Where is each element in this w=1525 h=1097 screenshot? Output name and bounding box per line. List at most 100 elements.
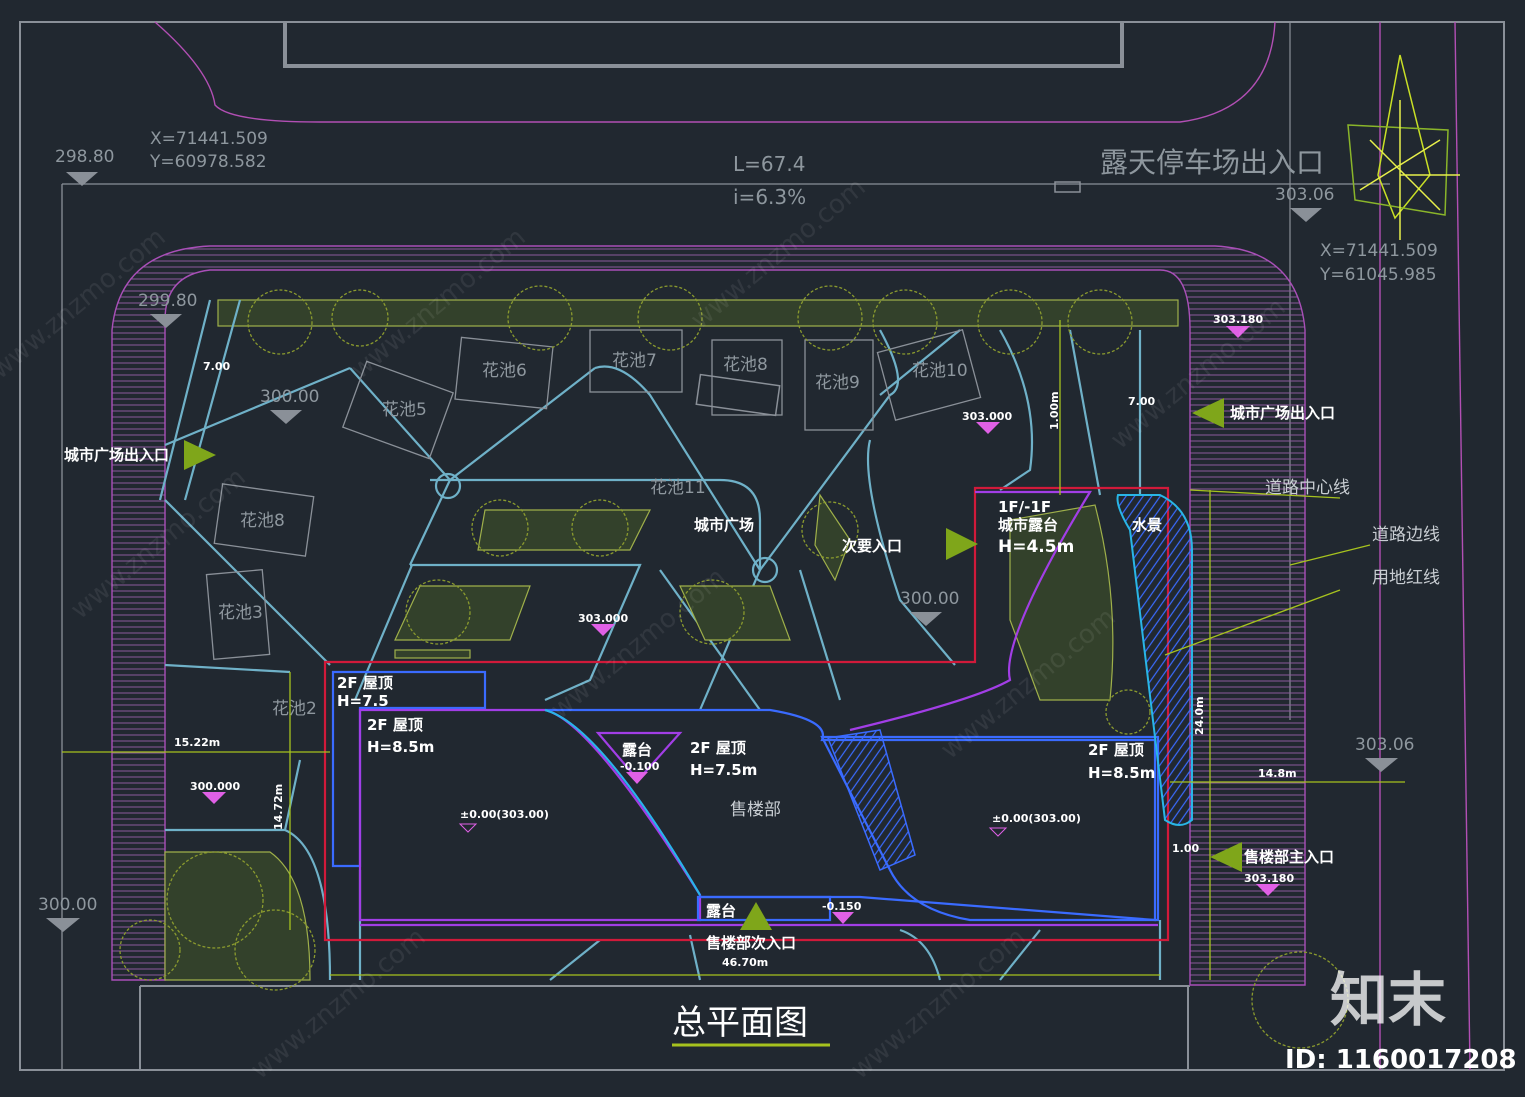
north-hedge-strip bbox=[217, 299, 1179, 327]
entrance-arrow-icon bbox=[740, 902, 772, 930]
svg-text:303.000: 303.000 bbox=[962, 410, 1012, 423]
svg-text:2F 屋顶: 2F 屋顶 bbox=[367, 716, 423, 734]
entrance-arrow-icon bbox=[946, 528, 978, 560]
drawing-title: 总平面图 bbox=[672, 1003, 808, 1043]
planter-label: 花池9 bbox=[815, 373, 860, 393]
car-icon bbox=[695, 181, 1081, 417]
main-entrance-label: 售楼部主入口 bbox=[1244, 848, 1334, 866]
svg-text:H=7.5m: H=7.5m bbox=[690, 761, 757, 779]
svg-text:2F 屋顶: 2F 屋顶 bbox=[1088, 741, 1144, 759]
coordinate-y: Y=60978.582 bbox=[149, 152, 267, 172]
svg-text:303.180: 303.180 bbox=[1244, 872, 1294, 885]
legend-red-line: 用地红线 bbox=[1372, 568, 1440, 588]
svg-text:303.06: 303.06 bbox=[1275, 185, 1334, 205]
svg-text:H=4.5m: H=4.5m bbox=[998, 537, 1074, 557]
entrance-arrow-icon bbox=[1210, 842, 1242, 872]
coord-labels: X=71441.509 Y=60978.582 X=71441.509 Y=61… bbox=[149, 129, 1438, 285]
planter-box bbox=[341, 360, 455, 460]
parking-entrance-label: 露天停车场出入口 bbox=[1100, 146, 1324, 179]
watermark-logo: 知末 bbox=[1330, 966, 1446, 1034]
dimension-lines bbox=[62, 320, 1405, 1047]
water-feature-label: 水景 bbox=[1132, 516, 1162, 534]
svg-text:7.00: 7.00 bbox=[203, 360, 230, 373]
svg-text:300.00: 300.00 bbox=[900, 589, 959, 609]
site-red-line bbox=[323, 486, 1170, 942]
svg-text:7.00: 7.00 bbox=[1128, 395, 1155, 408]
legend-labels: 道路中心线 道路边线 用地红线 bbox=[1265, 478, 1440, 588]
stair-hatch bbox=[826, 729, 916, 871]
planter-label: 花池5 bbox=[382, 400, 427, 420]
svg-text:H=8.5m: H=8.5m bbox=[367, 738, 434, 756]
stage-outline bbox=[696, 895, 832, 922]
planter-label: 花池8 bbox=[240, 511, 285, 531]
planter-box bbox=[589, 329, 683, 393]
svg-text:300.00: 300.00 bbox=[38, 895, 97, 915]
svg-text:1.00: 1.00 bbox=[1172, 842, 1199, 855]
svg-text:14.8m: 14.8m bbox=[1258, 767, 1297, 780]
planter-box bbox=[711, 339, 783, 416]
drawing-frame bbox=[19, 21, 1505, 1071]
hedge-beds bbox=[164, 493, 1114, 981]
planter-box bbox=[804, 339, 874, 431]
north-building-outline bbox=[283, 22, 1124, 68]
svg-text:2F 屋顶: 2F 屋顶 bbox=[690, 739, 746, 757]
planters bbox=[205, 329, 982, 660]
legend-center-line: 道路中心线 bbox=[1265, 478, 1350, 498]
svg-text:H=8.5m: H=8.5m bbox=[1088, 764, 1155, 782]
level-markers-grey bbox=[46, 172, 1398, 932]
slope-grade: i=6.3% bbox=[733, 185, 806, 209]
dimension-labels: 15.22m 14.72m 14.8m 24.0m 46.70m 1.00m 7… bbox=[174, 360, 1297, 969]
north-arrow-icon bbox=[1347, 54, 1460, 240]
entrance-arrow-icon bbox=[184, 440, 216, 470]
entrance-arrow-icon bbox=[1192, 398, 1224, 428]
svg-text:299.80: 299.80 bbox=[138, 291, 197, 311]
slope-length: L=67.4 bbox=[733, 152, 805, 176]
plaza-label: 城市广场 bbox=[694, 516, 754, 534]
svg-text:-0.150: -0.150 bbox=[822, 900, 862, 913]
west-entrance-label: 城市广场出入口 bbox=[64, 446, 169, 464]
svg-text:46.70m: 46.70m bbox=[722, 956, 768, 969]
zone-labels: 城市广场 售楼部 水景 1F/-1F 城市露台 H=4.5m 露台 露台 2F … bbox=[337, 498, 1162, 920]
entrance-arrows bbox=[184, 398, 1242, 930]
legend-edge-line: 道路边线 bbox=[1372, 525, 1440, 545]
trees bbox=[119, 285, 1349, 1049]
planter-box bbox=[205, 569, 271, 660]
plaza-paths bbox=[158, 299, 1162, 981]
planter-label: 花池3 bbox=[218, 603, 263, 623]
road-lines bbox=[61, 21, 1471, 1071]
water-feature bbox=[1116, 494, 1193, 826]
roof-outline bbox=[820, 735, 1160, 922]
secondary-entrance-label: 次要入口 bbox=[842, 537, 902, 555]
svg-text:300.00: 300.00 bbox=[260, 387, 319, 407]
planter-label: 花池8 bbox=[723, 355, 768, 375]
platform-outline bbox=[849, 490, 1092, 732]
planter-box bbox=[213, 483, 315, 557]
coordinate-y: Y=61045.985 bbox=[1319, 265, 1437, 285]
svg-text:14.72m: 14.72m bbox=[272, 784, 285, 830]
svg-text:-0.100: -0.100 bbox=[620, 760, 660, 773]
level-markers-pink bbox=[202, 326, 1280, 924]
terrace-triangle bbox=[595, 731, 683, 782]
svg-text:300.000: 300.000 bbox=[190, 780, 240, 793]
svg-text:15.22m: 15.22m bbox=[174, 736, 220, 749]
sales-center-label: 售楼部 bbox=[730, 800, 781, 820]
watermark-id: ID: 1160017208 bbox=[1285, 1045, 1517, 1075]
svg-text:露台: 露台 bbox=[706, 902, 736, 920]
svg-text:303.000: 303.000 bbox=[578, 612, 628, 625]
svg-text:±0.00(303.00): ±0.00(303.00) bbox=[992, 812, 1081, 825]
coordinate-x: X=71441.509 bbox=[150, 129, 268, 149]
planter-labels: 花池8 花池3 花池6 花池7 花池5 花池8 花池9 花池10 花池2 花池1… bbox=[218, 351, 968, 719]
planter-box bbox=[454, 336, 554, 410]
level-labels: 298.80 299.80 300.00 300.00 300.00 303.0… bbox=[38, 147, 1414, 915]
planter-label: 花池2 bbox=[272, 699, 317, 719]
svg-text:2F 屋顶: 2F 屋顶 bbox=[337, 674, 393, 692]
coordinate-x: X=71441.509 bbox=[1320, 241, 1438, 261]
planter-label: 花池7 bbox=[612, 351, 657, 371]
planter-label: 花池10 bbox=[912, 361, 968, 381]
svg-text:1F/-1F: 1F/-1F bbox=[998, 498, 1051, 516]
svg-text:298.80: 298.80 bbox=[55, 147, 114, 167]
svg-text:城市露台: 城市露台 bbox=[998, 516, 1058, 534]
svg-text:www.znzmo.com: www.znzmo.com bbox=[845, 922, 1031, 1085]
svg-text:303.180: 303.180 bbox=[1213, 313, 1263, 326]
